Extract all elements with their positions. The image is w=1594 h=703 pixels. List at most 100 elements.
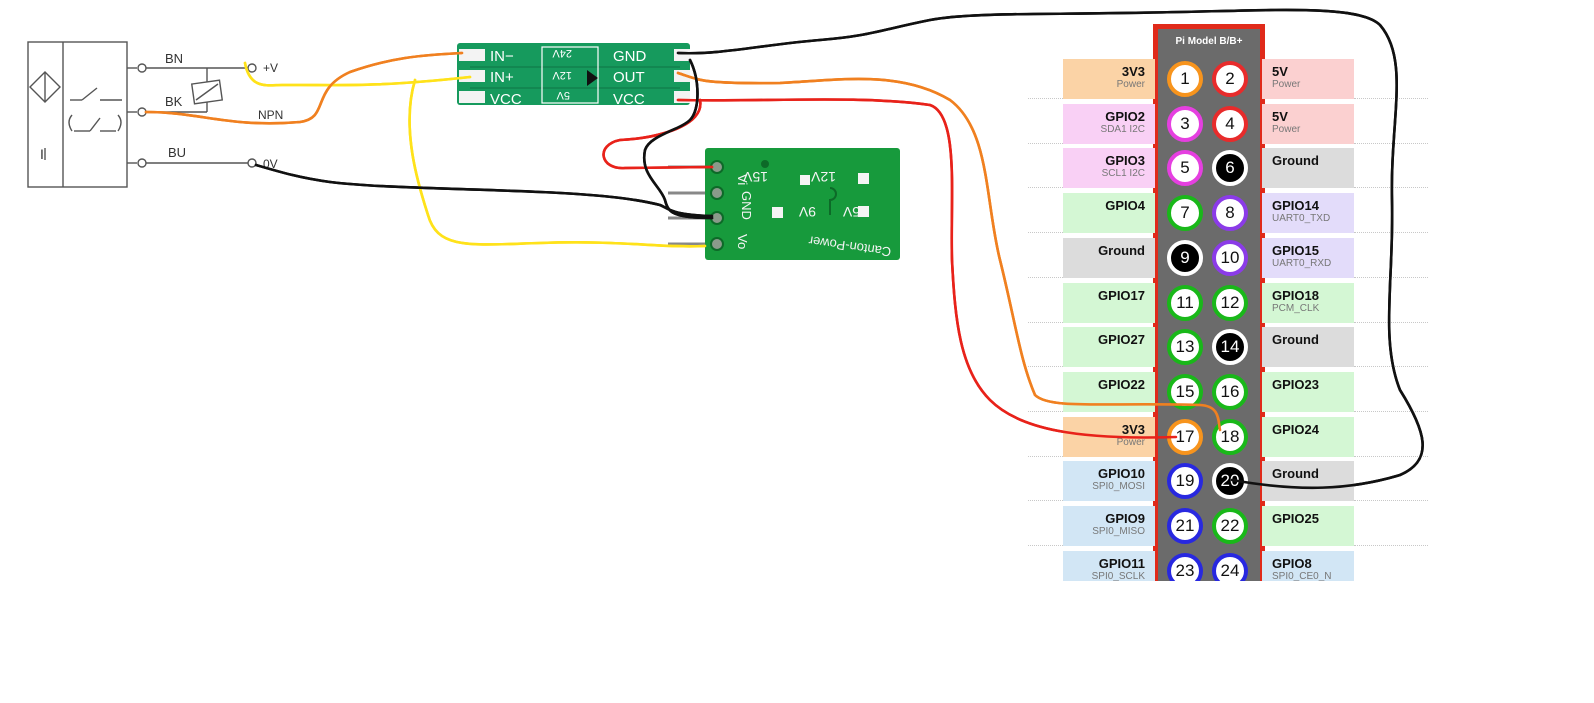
leader-dots (1354, 366, 1428, 367)
pin-label-right: GPIO23 (1262, 372, 1354, 412)
image-cutoff (0, 581, 1594, 703)
terminal-0v (247, 158, 257, 168)
pin-function: GPIO23 (1272, 377, 1319, 392)
gpio-pin: 8 (1212, 195, 1248, 231)
terminal-bn (137, 63, 147, 73)
pin-function: GPIO24 (1272, 422, 1319, 437)
pin-label-right: GPIO25 (1262, 506, 1354, 546)
leader-dots (1028, 277, 1063, 278)
label-i: I (40, 146, 44, 162)
label-npn: NPN (258, 108, 283, 122)
gpio-pin: 14 (1212, 329, 1248, 365)
pin-subfunction: Power (1272, 79, 1301, 90)
leader-dots (1354, 322, 1428, 323)
opto-voltage-12v: 12V (552, 69, 572, 81)
pin-function: 3V3 (1121, 64, 1145, 79)
pin-function: GPIO15 (1272, 243, 1319, 258)
gpio-pin: 22 (1212, 508, 1248, 544)
gpio-pin: 4 (1212, 106, 1248, 142)
wire-orange-bk-inminus (144, 51, 464, 125)
pin-function: GPIO4 (1105, 198, 1145, 213)
pin-function: Ground (1272, 466, 1319, 481)
leader-dots (1028, 232, 1063, 233)
leader-dots (1354, 232, 1428, 233)
pin-function: GPIO18 (1272, 288, 1319, 303)
gpio-pin: 13 (1167, 329, 1203, 365)
leader-dots (1354, 500, 1428, 501)
wire-yellow-vplus-inplus (243, 61, 472, 87)
pin-subfunction: SPI0_MISO (1092, 526, 1145, 537)
gpio-pin: 6 (1212, 150, 1248, 186)
pin-function: GPIO2 (1105, 109, 1145, 124)
pin-function: Ground (1098, 243, 1145, 258)
terminal-bu (137, 158, 147, 168)
gpio-pin: 1 (1167, 61, 1203, 97)
buck-opt-5v: 5V (842, 204, 860, 220)
gpio-pin: 18 (1212, 419, 1248, 455)
leader-dots (1028, 143, 1063, 144)
pin-subfunction: Power (1116, 437, 1145, 448)
pin-function: GPIO17 (1098, 288, 1145, 303)
terminal-vplus (247, 63, 257, 73)
leader-dots (1354, 411, 1428, 412)
pin-function: Ground (1272, 153, 1319, 168)
gpio-pin: 3 (1167, 106, 1203, 142)
pin-function: GPIO14 (1272, 198, 1319, 213)
leader-dots (1028, 187, 1063, 188)
gpio-pin: 7 (1167, 195, 1203, 231)
pin-label-left: GPIO17 (1063, 283, 1155, 323)
pin-subfunction: Power (1116, 79, 1145, 90)
pin-function: GPIO11 (1098, 556, 1145, 571)
pin-subfunction: SDA1 I2C (1100, 124, 1145, 135)
pin-function: GPIO10 (1098, 466, 1145, 481)
buck-pin-gnd: GND (739, 191, 754, 220)
leader-dots (1028, 366, 1063, 367)
gpio-pin: 20 (1212, 463, 1248, 499)
gpio-pin: 15 (1167, 374, 1203, 410)
pin-function: Ground (1272, 332, 1319, 347)
leader-dots (1028, 322, 1063, 323)
pin-function: 5V (1272, 109, 1288, 124)
pin-subfunction: PCM_CLK (1272, 303, 1320, 314)
pin-label-left: GPIO27 (1063, 327, 1155, 367)
gpio-pin: 10 (1212, 240, 1248, 276)
leader-dots (1028, 456, 1063, 457)
pin-function: GPIO25 (1272, 511, 1319, 526)
gpio-pin: 2 (1212, 61, 1248, 97)
buck-pin-vo: Vo (735, 234, 750, 249)
pin-label-left: GPIO22 (1063, 372, 1155, 412)
gpio-pin: 16 (1212, 374, 1248, 410)
buck-opt-15v: 15V (742, 169, 768, 185)
gpio-pin: 11 (1167, 285, 1203, 321)
pin-subfunction: UART0_TXD (1272, 213, 1331, 224)
buck-opt-9v: 9V (798, 204, 816, 220)
leader-dots (1354, 143, 1428, 144)
buck-opt-12v: 12V (810, 169, 836, 185)
wire-black-0v-buck-gnd (254, 163, 714, 218)
optocoupler-board: IN− IN+ VCC GND OUT VCC 24V 12V 5V (457, 43, 690, 108)
label-bn: BN (165, 51, 183, 66)
gpio-pin: 9 (1167, 240, 1203, 276)
proximity-sensor-symbol (27, 41, 257, 188)
pin-label-left: Ground (1063, 238, 1155, 278)
pin-label-left: GPIO4 (1063, 193, 1155, 233)
pin-function: GPIO8 (1272, 556, 1312, 571)
pin-function: GPIO27 (1098, 332, 1145, 347)
label-vplus: +V (263, 61, 278, 75)
pin-label-right: Ground (1262, 327, 1354, 367)
gpio-pin: 12 (1212, 285, 1248, 321)
pin-function: GPIO22 (1098, 377, 1145, 392)
buck-converter-board: Vi GND Vo 15V 12V 9V 5V Canton-Power (668, 148, 900, 260)
gpio-pin: 5 (1167, 150, 1203, 186)
label-bu: BU (168, 145, 186, 160)
pin-subfunction: SCL1 I2C (1101, 168, 1145, 179)
opto-pin-out: OUT (613, 69, 645, 86)
